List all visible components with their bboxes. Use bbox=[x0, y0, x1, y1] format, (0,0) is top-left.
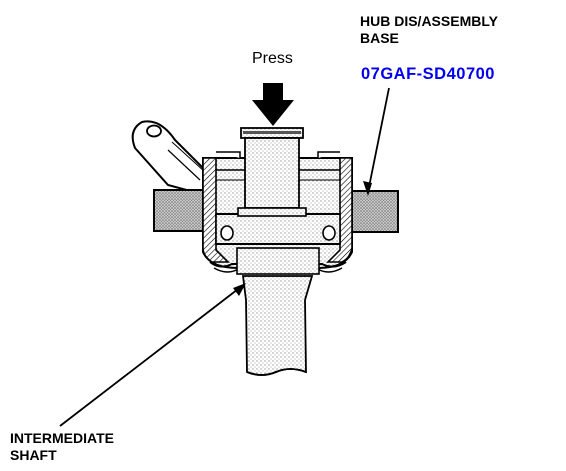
shaft-label-line1: INTERMEDIATE bbox=[10, 430, 114, 446]
wheel-bearing bbox=[215, 213, 341, 245]
shaft-leader-line bbox=[59, 285, 243, 427]
tool-leader-line bbox=[367, 87, 390, 193]
shaft-leader-arrowhead bbox=[233, 283, 246, 296]
tool-name-line2: BASE bbox=[360, 30, 399, 46]
hub bbox=[237, 127, 307, 217]
tool-name-line1: HUB DIS/ASSEMBLY bbox=[360, 13, 498, 29]
press-label: Press bbox=[252, 50, 293, 67]
intermediate-shaft bbox=[241, 275, 314, 376]
seal-collar bbox=[209, 247, 347, 275]
shaft-label: INTERMEDIATE SHAFT bbox=[10, 430, 114, 464]
tool-part-number: 07GAF-SD40700 bbox=[361, 65, 495, 83]
tool-block-left bbox=[153, 189, 207, 232]
tool-leader-arrowhead bbox=[363, 181, 372, 196]
press-arrow bbox=[252, 83, 294, 126]
shaft-label-line2: SHAFT bbox=[10, 447, 57, 463]
tool-name-label: HUB DIS/ASSEMBLY BASE bbox=[360, 13, 498, 47]
tool-block-right bbox=[347, 190, 399, 233]
knuckle-arm bbox=[131, 120, 206, 197]
